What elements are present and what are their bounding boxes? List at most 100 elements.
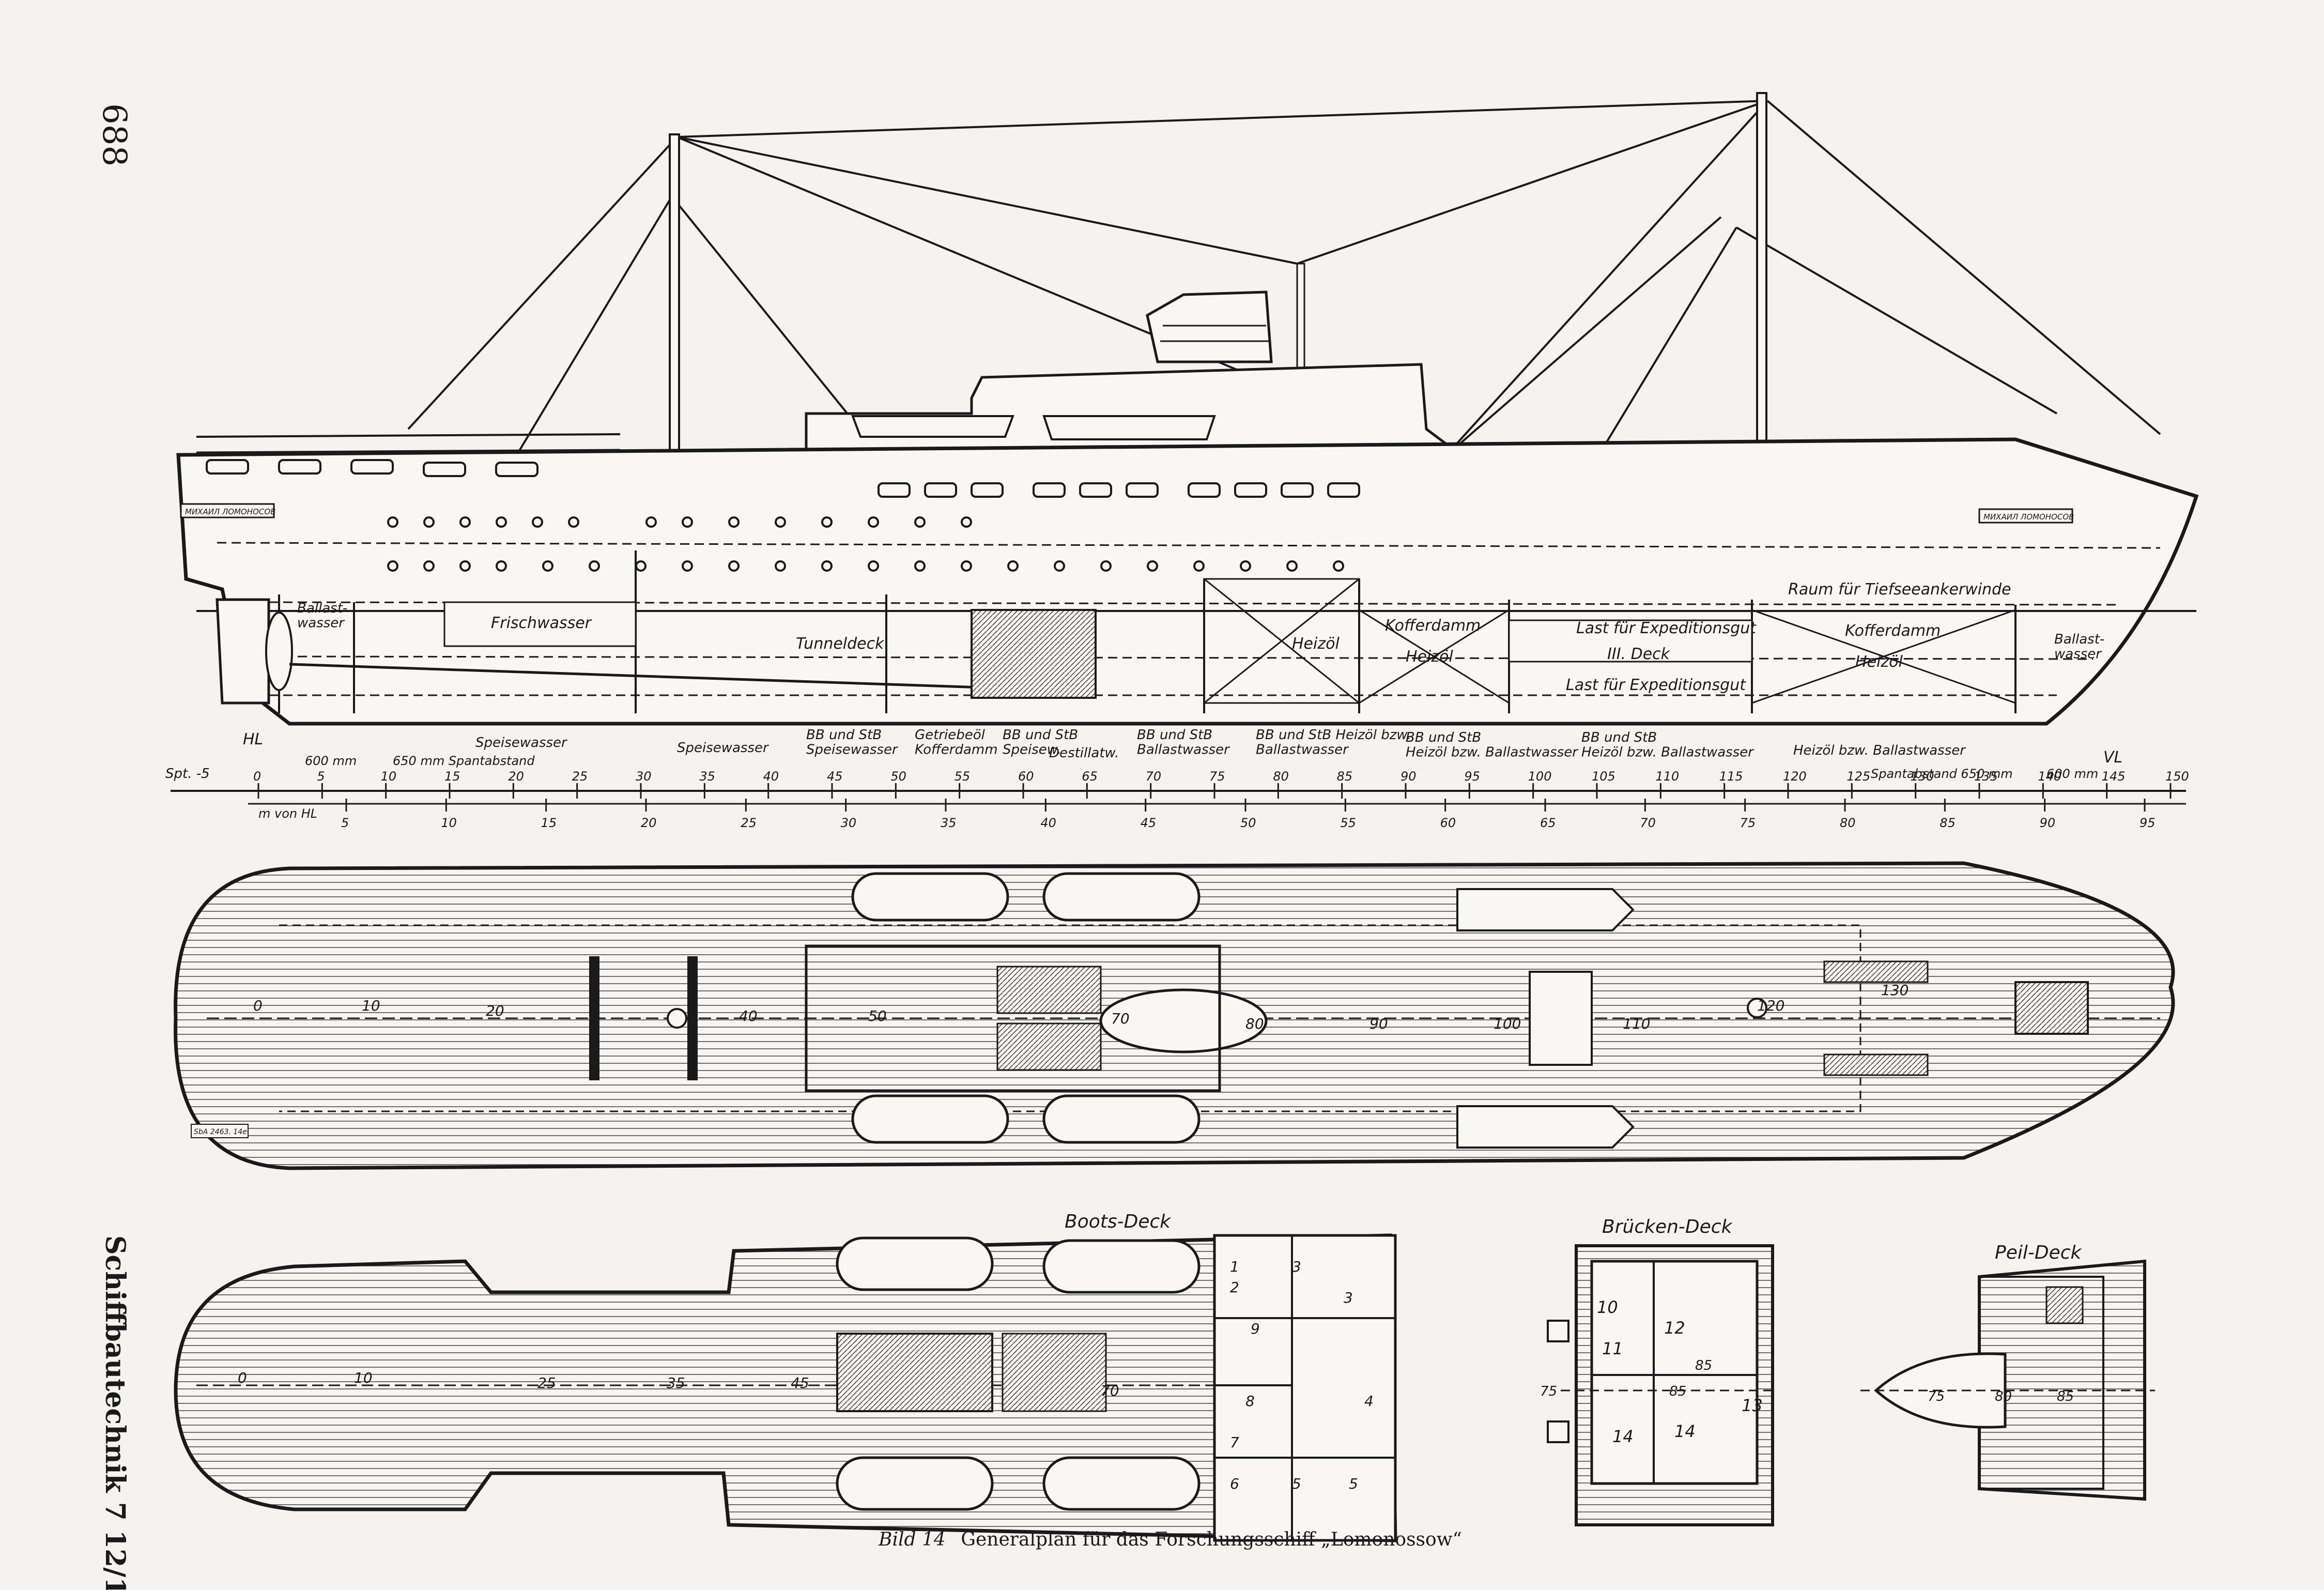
meter-tick-label: 90	[2040, 816, 2056, 830]
scale-hl: HL	[243, 730, 263, 748]
peil-deck-title: Peil-Deck	[1995, 1242, 2083, 1263]
boat-room-8: 8	[1245, 1393, 1255, 1410]
frame-tick-label: 85	[1337, 769, 1353, 784]
lifeboat-plan-4	[1042, 1094, 1201, 1144]
lifeboat-plan-2	[1042, 872, 1201, 922]
peil-frame-85: 85	[2057, 1389, 2074, 1404]
scale-spacing-aft: 650 mm Spantabstand	[393, 754, 535, 768]
lifeboat-plan-3	[851, 1094, 1009, 1144]
frame-tick-label: 105	[1592, 769, 1615, 784]
frame-tick-label: 20	[508, 769, 524, 784]
lifeboat-plan-1	[851, 872, 1009, 922]
frame-tick-label: 35	[699, 769, 715, 784]
fore-mast	[1756, 92, 1767, 492]
shaft-line	[289, 663, 982, 689]
meter-tick-label: 70	[1640, 816, 1656, 830]
engine-machinery	[971, 609, 1097, 699]
peil-frame-75: 75	[1928, 1389, 1945, 1404]
boat-room-9: 9	[1251, 1320, 1260, 1337]
scale-spt: Spt. -5	[165, 766, 210, 782]
frame-tick-label: 10	[381, 769, 397, 784]
meter-tick-label: 25	[741, 816, 757, 830]
frame-tick-label: 50	[890, 769, 906, 784]
frame-tick-label: 45	[827, 769, 843, 784]
meter-tick-label: 85	[1940, 816, 1956, 830]
hold-ballast-fwd: Ballast-wasser	[2054, 632, 2104, 662]
name-plate-aft: МИХАИЛ ЛОМОНОСОВ	[185, 507, 275, 516]
name-plate-fwd: МИХАИЛ ЛОМОНОСОВ	[1983, 512, 2074, 522]
boat-room-2: 2	[1230, 1279, 1239, 1296]
meter-tick-label: 65	[1540, 816, 1556, 830]
frame-tick-label: 110	[1655, 769, 1679, 784]
meter-tick-label: 50	[1240, 816, 1256, 830]
bridge-room-14b: 14	[1674, 1421, 1696, 1441]
meter-tick-label: 60	[1440, 816, 1456, 830]
cargo-hatch	[1529, 971, 1593, 1066]
hold-kofferdamm-1: Kofferdamm	[1385, 617, 1481, 635]
plan-frame-120: 120	[1757, 997, 1784, 1014]
plan-frame-10: 10	[362, 997, 380, 1014]
bridge-room-11: 11	[1602, 1339, 1623, 1358]
boat-frame-35: 35	[667, 1374, 685, 1392]
plan-frame-80: 80	[1245, 1015, 1264, 1032]
hold-heizoel-2: Heizöl	[1406, 648, 1453, 666]
frame-tick-label: 0	[253, 769, 261, 784]
boat-frame-25: 25	[537, 1374, 556, 1392]
peil-frame-80: 80	[1995, 1389, 2012, 1404]
caption-prefix: Bild 14	[878, 1529, 946, 1550]
hold-heizoel-3: Heizöl	[1855, 653, 1903, 671]
rudder	[216, 598, 270, 705]
bottom-speise-1: Speisewasser	[475, 735, 568, 751]
plan-frame-20: 20	[486, 1002, 504, 1019]
plan-frame-70: 70	[1111, 1010, 1130, 1027]
bridge-frame-75: 75	[1540, 1384, 1557, 1399]
frame-tick-label: 145	[2102, 769, 2126, 784]
frame-tick-label: 100	[1528, 769, 1552, 784]
plan-frame-40: 40	[739, 1007, 758, 1025]
meter-tick-label: 80	[1840, 816, 1856, 830]
drawing-stamp: SbA 2463. 14e	[194, 1128, 247, 1136]
frame-tick-label: 125	[1846, 769, 1870, 784]
plan-frame-100: 100	[1494, 1015, 1521, 1032]
meter-tick-label: 35	[941, 816, 957, 830]
frame-tick-label: 140	[2038, 769, 2061, 784]
bridge-room-12: 12	[1664, 1318, 1685, 1338]
boat-room-3a: 3	[1292, 1258, 1301, 1275]
bottom-heizoel-ballast: Heizöl bzw. Ballastwasser	[1793, 743, 1966, 758]
peil-deck-plan: Peil-Deck 75 80 85	[1860, 1242, 2155, 1501]
bridge-room-14a: 14	[1612, 1427, 1634, 1446]
meter-tick-label: 20	[641, 816, 657, 830]
boat-frame-0: 0	[238, 1369, 247, 1386]
boat-room-5a: 5	[1292, 1475, 1301, 1492]
boat-frame-70: 70	[1101, 1382, 1119, 1399]
frame-tick-label: 5	[317, 769, 325, 784]
caption-text: Generalplan für das Forschungsschiff „Lo…	[961, 1529, 1462, 1550]
frame-tick-label: 130	[1911, 769, 1934, 784]
bottom-speise-2: Speisewasser	[677, 740, 769, 756]
boat-room-5b: 5	[1349, 1475, 1358, 1492]
bridge-room-13: 13	[1742, 1396, 1763, 1415]
boat-room-7: 7	[1230, 1434, 1239, 1451]
hold-last-exp-2: Last für Expeditionsgut	[1566, 676, 1746, 694]
frame-tick-label: 90	[1400, 769, 1417, 784]
plan-frame-130: 130	[1881, 982, 1909, 999]
scale-aft-spacing: 600 mm	[305, 754, 357, 768]
bridge-deck-plan: Brücken-Deck 75 85 85 10 11 12 13 14 14	[1540, 1216, 1774, 1526]
side-elevation: МИХАИЛ ЛОМОНОСОВ МИХАИЛ ЛОМОНОСОВ	[176, 92, 2199, 726]
boat-room-4: 4	[1364, 1393, 1374, 1410]
boat-frame-10: 10	[354, 1369, 373, 1386]
meter-tick-label: 30	[841, 816, 857, 830]
boat-room-3b: 3	[1344, 1289, 1353, 1306]
plan-frame-90: 90	[1369, 1015, 1388, 1032]
journal-title: Schiffbautechnik 7 12/1957	[99, 1235, 131, 1590]
frame-tick-label: 40	[763, 769, 779, 784]
portholes	[387, 516, 1344, 572]
bottom-bb-stb-4: BB und StB Heizöl bzw.Ballastwasser	[1256, 727, 1411, 758]
launch-plan-1	[1456, 888, 1635, 931]
scale-fwd-spacing: 600 mm	[2046, 767, 2098, 781]
page-number: 688	[95, 103, 133, 166]
